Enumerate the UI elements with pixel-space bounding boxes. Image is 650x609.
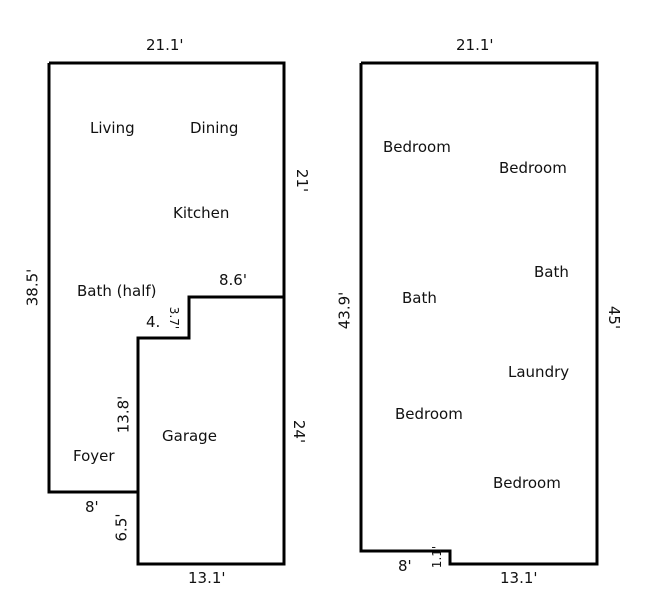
dim-second-bottom-left: 8' (398, 557, 412, 575)
garage-outline (136, 297, 286, 566)
dim-step-left: 4. (146, 313, 161, 331)
second-floor-outline (359, 61, 599, 566)
room-bedroom-4: Bedroom (493, 474, 561, 492)
room-living: Living (90, 119, 135, 137)
dim-garage-right: 24' (290, 419, 309, 444)
room-bedroom-1: Bedroom (383, 138, 451, 156)
dim-first-left: 38.5' (23, 268, 42, 307)
first-floor-outline (47, 61, 286, 494)
dim-first-top: 21.1' (146, 36, 184, 54)
room-kitchen: Kitchen (173, 204, 230, 222)
room-bedroom-2: Bedroom (499, 159, 567, 177)
dim-second-top: 21.1' (456, 36, 494, 54)
dim-first-bottom: 13.1' (188, 569, 226, 587)
dim-foyer-bottom: 8' (85, 498, 99, 516)
dim-step-top: 8.6' (219, 271, 247, 289)
dim-first-right-upper: 21' (293, 168, 312, 193)
room-garage: Garage (162, 427, 217, 445)
room-foyer: Foyer (73, 447, 115, 465)
dim-second-right: 45' (605, 305, 624, 330)
dim-garage-left: 13.8' (114, 395, 133, 434)
dim-garage-lower-left: 6.5' (112, 513, 131, 542)
dim-second-left: 43.9' (335, 291, 354, 330)
room-bath-half: Bath (half) (77, 282, 157, 300)
room-dining: Dining (190, 119, 239, 137)
room-bedroom-3: Bedroom (395, 405, 463, 423)
room-bath-2: Bath (402, 289, 437, 307)
room-laundry: Laundry (508, 363, 570, 381)
dim-step-vertical: 3.7' (167, 306, 182, 330)
dim-second-bottom-right: 13.1' (500, 569, 538, 587)
room-bath-1: Bath (534, 263, 569, 281)
dim-second-step: 1.1' (430, 545, 445, 569)
